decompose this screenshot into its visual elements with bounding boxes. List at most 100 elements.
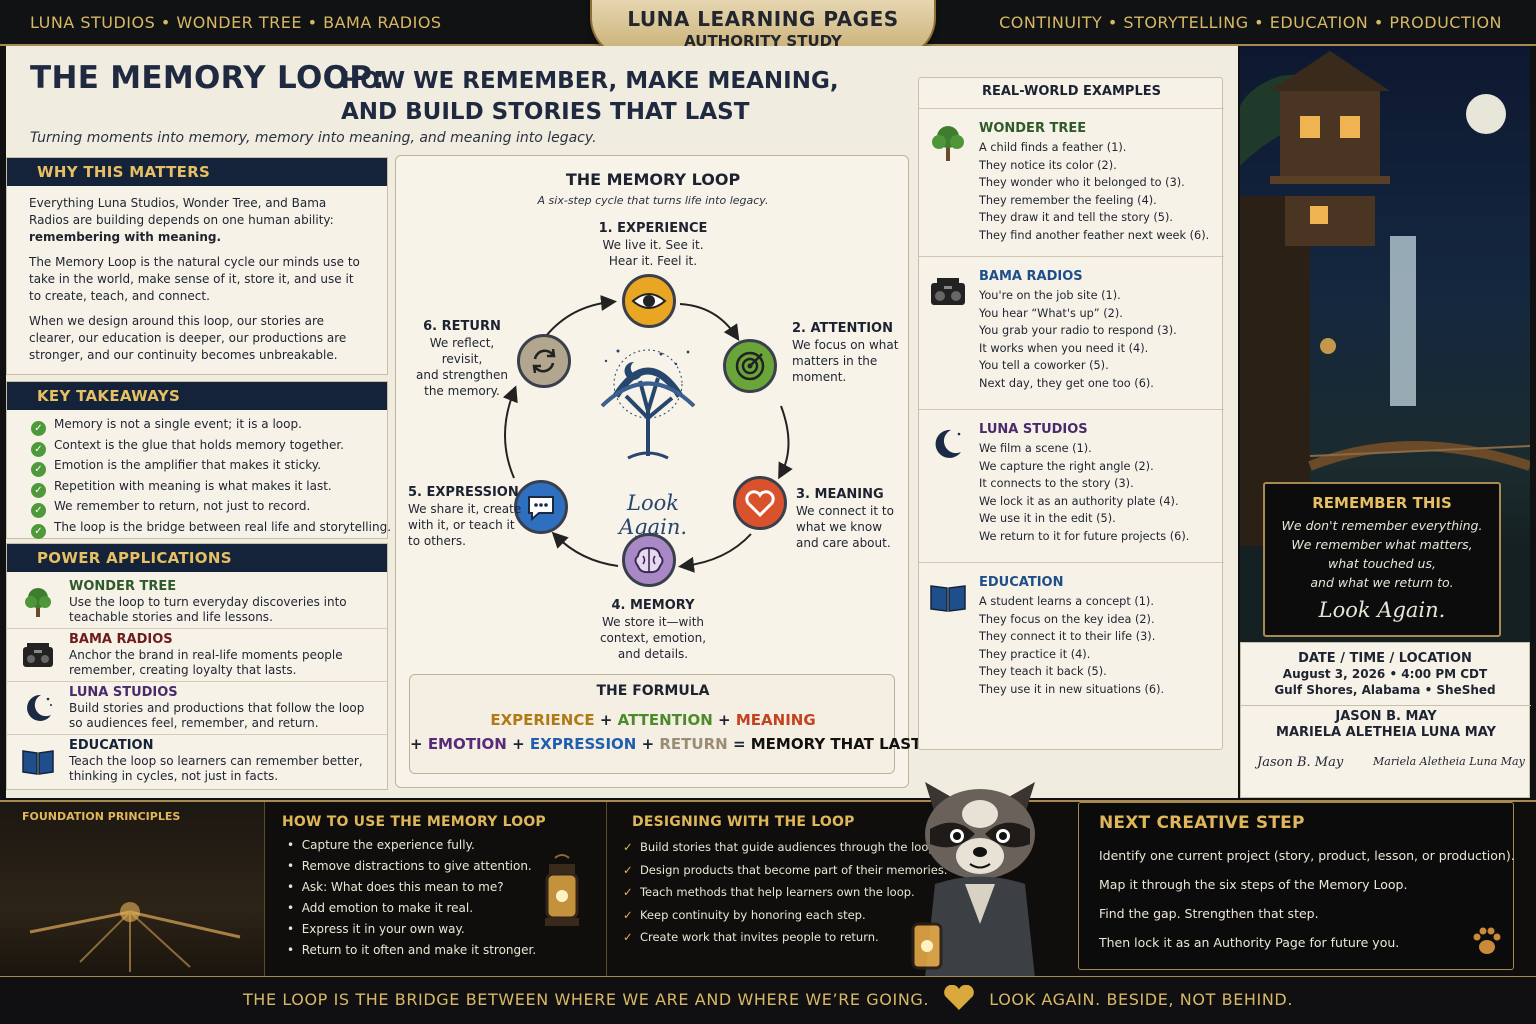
signature-2: Mariela Aletheia Luna May (1373, 755, 1525, 768)
power-item-title: WONDER TREE (69, 579, 177, 594)
remember-signature: Look Again. (1318, 598, 1446, 622)
example-lines: A child finds a feather (1).They notice … (979, 141, 1210, 242)
foundation-heading: FOUNDATION PRINCIPLES (22, 810, 181, 823)
paw-icon (1473, 927, 1501, 954)
target-icon (735, 351, 765, 381)
heart-icon (745, 490, 775, 518)
eye-icon (631, 293, 667, 309)
examples-panel: REAL-WORLD EXAMPLES WONDER TREE A child … (918, 77, 1224, 750)
next-step-item: Then lock it as an Authority Page for fu… (1099, 935, 1400, 950)
power-item-title: LUNA STUDIOS (69, 685, 178, 700)
formula-line1: EXPERIENCE + ATTENTION + MEANING (490, 711, 816, 729)
example-luna-studios: LUNA STUDIOS We film a scene (1).We capt… (919, 409, 1224, 562)
tree-icon (25, 588, 51, 617)
check-icon: ✓ (31, 462, 46, 477)
check-icon: ✓ (623, 930, 633, 944)
example-lines: You're on the job site (1).You hear “Wha… (979, 289, 1177, 390)
why-p1: Everything Luna Studios, Wonder Tree, an… (29, 196, 334, 227)
power-item-wonder-tree: WONDER TREE Use the loop to turn everyda… (7, 576, 387, 629)
check-icon: ✓ (623, 862, 633, 877)
designing-list: ✓ Build stories that guide audiences thr… (623, 836, 947, 949)
example-lines: A student learns a concept (1).They focu… (979, 595, 1165, 696)
loop-subtitle: A six-step cycle that turns life into le… (537, 194, 769, 207)
lantern-icon (545, 854, 579, 926)
takeaway-item: ✓The loop is the bridge between real lif… (31, 520, 391, 539)
loop-center-signature: Look Again. (618, 491, 688, 539)
power-item-desc: Build stories and productions that follo… (69, 701, 365, 730)
howto-column: HOW TO USE THE MEMORY LOOP • Capture the… (265, 802, 607, 978)
node-meaning (733, 476, 787, 530)
raccoon-mascot (911, 782, 1035, 978)
why-p1-bold: remembering with meaning. (29, 230, 222, 244)
example-wonder-tree: WONDER TREE A child finds a feather (1).… (919, 108, 1224, 256)
tree-icon (932, 126, 964, 161)
howto-item: • Ask: What does this mean to me? (287, 880, 504, 894)
howto-item: • Express it in your own way. (287, 922, 465, 936)
takeaway-item: ✓We remember to return, not just to reco… (31, 499, 310, 518)
next-step-item: Find the gap. Strengthen that step. (1099, 906, 1319, 921)
pillar-list: CONTINUITY • STORYTELLING • EDUCATION • … (999, 13, 1502, 32)
takeaway-item: ✓Context is the glue that holds memory t… (31, 438, 344, 457)
formula-title: THE FORMULA (596, 683, 710, 699)
example-lines: We film a scene (1).We capture the right… (979, 442, 1190, 543)
next-step-list: Identify one current project (story, pro… (1099, 841, 1515, 957)
example-title: EDUCATION (979, 575, 1064, 590)
event-location: Gulf Shores, Alabama • SheShed (1274, 683, 1496, 697)
footer-banner: THE LOOP IS THE BRIDGE BETWEEN WHERE WE … (0, 976, 1536, 1024)
loop-arrows (502, 295, 793, 573)
power-item-desc: Teach the loop so learners can remember … (69, 754, 363, 783)
event-divider (1241, 705, 1531, 706)
formula-line2: + EMOTION + EXPRESSION + RETURN = MEMORY… (410, 735, 933, 753)
formula-box: THE FORMULA EXPERIENCE + ATTENTION + MEA… (409, 674, 933, 774)
power-heading: POWER APPLICATIONS (7, 544, 387, 572)
power-item-title: EDUCATION (69, 738, 154, 753)
power-panel: POWER APPLICATIONS WONDER TREE Use the l… (6, 543, 388, 790)
example-bama-radios: BAMA RADIOS You're on the job site (1).Y… (919, 256, 1224, 409)
check-icon: ✓ (31, 503, 46, 518)
power-item-title: BAMA RADIOS (69, 632, 173, 647)
takeaways-heading: KEY TAKEAWAYS (7, 382, 387, 410)
takeaway-item: ✓Repetition with meaning is what makes i… (31, 479, 332, 498)
cycle-icon (532, 348, 556, 374)
check-icon: ✓ (31, 482, 46, 498)
why-p3: When we design around this loop, our sto… (29, 314, 347, 362)
plaque-title: LUNA LEARNING PAGES (627, 7, 899, 31)
page-title: THE MEMORY LOOP: (30, 60, 385, 96)
check-icon: ✓ (623, 840, 633, 854)
example-title: BAMA RADIOS (979, 269, 1083, 284)
takeaways-panel: KEY TAKEAWAYS ✓Memory is not a single ev… (6, 381, 391, 539)
event-heading: DATE / TIME / LOCATION (1298, 651, 1472, 666)
check-icon: ✓ (623, 907, 633, 922)
why-text: Everything Luna Studios, Wonder Tree, an… (29, 195, 369, 364)
designing-item: ✓ Create work that invites people to ret… (623, 930, 879, 944)
designing-heading: DESIGNING WITH THE LOOP (632, 814, 855, 830)
moon-icon (935, 429, 961, 458)
tagline: Turning moments into memory, memory into… (30, 130, 597, 146)
radio-icon (23, 643, 53, 667)
tree-illustration (600, 349, 696, 460)
node-return (517, 334, 571, 388)
designing-item: ✓ Design products that become part of th… (623, 862, 948, 877)
designing-item: ✓ Keep continuity by honoring each step. (623, 907, 866, 922)
signature-1: Jason B. May (1257, 755, 1344, 770)
why-heading: WHY THIS MATTERS (7, 158, 387, 186)
page-subtitle-line1: HOW WE REMEMBER, MAKE MEANING, (341, 68, 839, 94)
power-item-desc: Use the loop to turn everyday discoverie… (69, 595, 347, 624)
check-icon: ✓ (623, 885, 633, 899)
page-subtitle: HOW WE REMEMBER, MAKE MEANING, AND BUILD… (341, 66, 839, 128)
brand-list: LUNA STUDIOS • WONDER TREE • BAMA RADIOS (30, 13, 442, 32)
example-title: LUNA STUDIOS (979, 422, 1088, 437)
example-education: EDUCATION A student learns a concept (1)… (919, 562, 1224, 712)
howto-item: • Remove distractions to give attention. (287, 859, 532, 873)
why-p2: The Memory Loop is the natural cycle our… (29, 255, 360, 303)
heart-icon (944, 984, 974, 1010)
book-icon (22, 750, 54, 775)
next-step-panel: NEXT CREATIVE STEP Identify one current … (1078, 802, 1515, 970)
moon-icon (27, 694, 52, 721)
author-name-1: JASON B. MAY (1335, 709, 1437, 724)
brain-icon (634, 546, 664, 574)
